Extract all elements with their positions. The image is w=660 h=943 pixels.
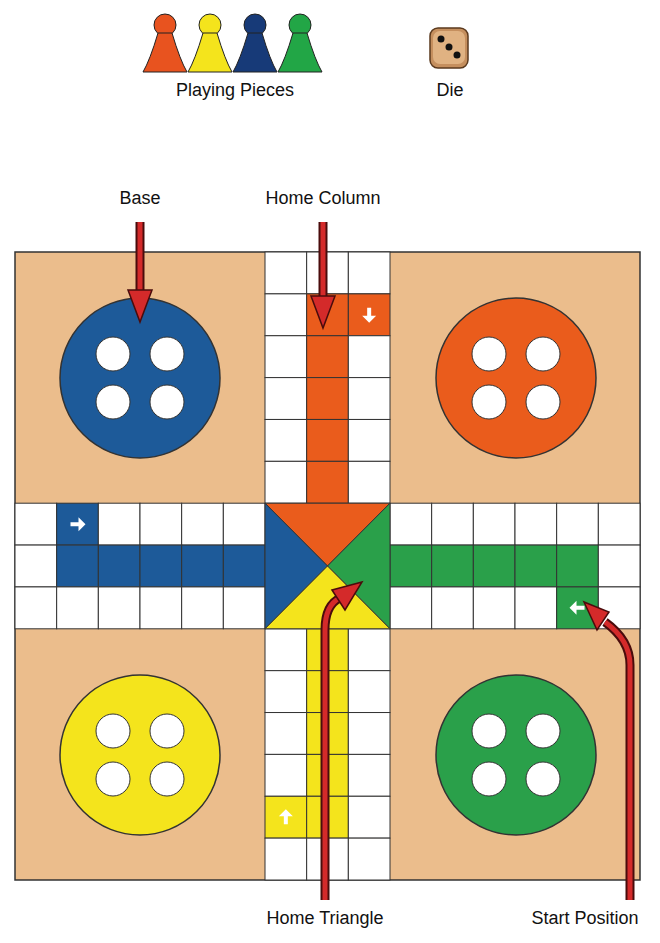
board-square <box>307 294 349 336</box>
board-square <box>515 587 557 629</box>
board-square <box>223 587 265 629</box>
board-square <box>182 545 224 587</box>
board-square <box>140 503 182 545</box>
board-square <box>473 503 515 545</box>
base-slot <box>96 762 130 796</box>
board-square <box>140 587 182 629</box>
board-square <box>348 838 390 880</box>
direction-arrow <box>570 601 585 615</box>
board-square <box>390 587 432 629</box>
board-square <box>265 713 307 755</box>
board-square <box>140 545 182 587</box>
callout-arrows <box>128 222 630 900</box>
board-square <box>515 545 557 587</box>
board-square <box>348 796 390 838</box>
base-circle <box>60 675 220 835</box>
board-square <box>265 629 307 671</box>
board-square <box>473 587 515 629</box>
board-square <box>390 545 432 587</box>
board-square <box>265 336 307 378</box>
board-square <box>307 461 349 503</box>
base-circle <box>436 675 596 835</box>
board-square <box>307 378 349 420</box>
board-square <box>348 294 390 336</box>
board-square <box>348 336 390 378</box>
board-square <box>265 419 307 461</box>
board-square <box>223 545 265 587</box>
callout-label: Home Column <box>265 188 380 209</box>
direction-arrow <box>362 308 376 323</box>
board-square <box>598 545 640 587</box>
board-square <box>98 545 140 587</box>
base-slot <box>526 714 560 748</box>
board-square <box>57 503 99 545</box>
board-square <box>57 545 99 587</box>
board-square <box>15 503 57 545</box>
board-square <box>307 419 349 461</box>
board-square <box>598 503 640 545</box>
board-square <box>348 629 390 671</box>
board-square <box>598 587 640 629</box>
base-slot <box>472 337 506 371</box>
board-square <box>265 461 307 503</box>
board-square <box>348 419 390 461</box>
callout-label: Home Triangle <box>266 908 383 929</box>
base-slot <box>96 337 130 371</box>
board-square <box>348 671 390 713</box>
base-slot <box>526 385 560 419</box>
board-square <box>265 671 307 713</box>
base-slot <box>526 762 560 796</box>
board-square <box>15 545 57 587</box>
board-square <box>57 587 99 629</box>
die <box>430 28 468 68</box>
base-circle <box>436 298 596 458</box>
board-square <box>348 252 390 294</box>
base-slot <box>472 385 506 419</box>
board-square <box>223 503 265 545</box>
board-square <box>557 545 599 587</box>
board-square <box>348 713 390 755</box>
board-square <box>432 587 474 629</box>
base-slot <box>472 714 506 748</box>
board-square <box>182 503 224 545</box>
board-square <box>265 838 307 880</box>
base-slot <box>472 762 506 796</box>
board-square <box>182 587 224 629</box>
board-square <box>557 503 599 545</box>
board-square <box>265 754 307 796</box>
base-slot <box>526 337 560 371</box>
caption-label: Die <box>436 80 463 101</box>
caption-label: Playing Pieces <box>176 80 294 101</box>
board-square <box>98 587 140 629</box>
playing-pieces <box>143 14 322 72</box>
board-square <box>515 503 557 545</box>
board-square <box>265 796 307 838</box>
board-square <box>432 545 474 587</box>
base-slot <box>150 714 184 748</box>
direction-arrow <box>279 809 293 824</box>
board-square <box>307 336 349 378</box>
board-square <box>348 461 390 503</box>
board-square <box>390 503 432 545</box>
base-slot <box>150 762 184 796</box>
board-square <box>348 378 390 420</box>
board-square <box>432 503 474 545</box>
callout-label: Base <box>119 188 160 209</box>
callout-label: Start Position <box>531 908 638 929</box>
board-square <box>265 294 307 336</box>
base-slot <box>150 385 184 419</box>
base-slot <box>96 385 130 419</box>
base-slot <box>96 714 130 748</box>
board-square <box>15 587 57 629</box>
direction-arrow <box>71 517 86 531</box>
board-square <box>98 503 140 545</box>
board-square <box>265 252 307 294</box>
board-square <box>473 545 515 587</box>
base-slot <box>150 337 184 371</box>
board-square <box>348 754 390 796</box>
board-square <box>265 378 307 420</box>
